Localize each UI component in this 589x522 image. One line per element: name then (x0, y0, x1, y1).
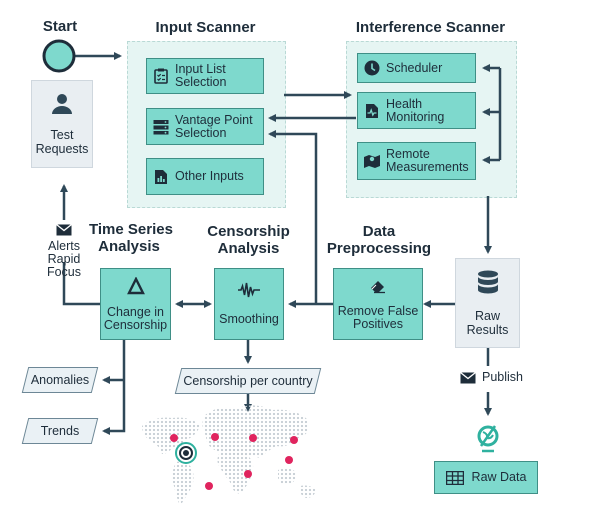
data-preprocessing-title: Data Preprocessing (325, 223, 433, 257)
vantage-point-line2: Selection (175, 125, 227, 140)
test-requests-line2: Requests (35, 141, 89, 156)
anomalies-label: Anomalies (30, 373, 90, 387)
time-series-title-line2: Analysis (98, 238, 160, 255)
remove-line2: Positives (352, 316, 404, 331)
censorship-analysis-line1: Censorship (207, 223, 290, 240)
anomalies-output: Anomalies (21, 367, 99, 393)
change-line1: Change in (107, 304, 164, 319)
trends-label: Trends (40, 424, 80, 438)
clock-icon (358, 60, 386, 76)
raw-results-line1: Raw (474, 308, 500, 323)
scheduler-label: Scheduler (386, 60, 443, 75)
database-icon (477, 270, 499, 299)
change-line2: Censorship (103, 317, 168, 332)
raw-results-line2: Results (466, 322, 509, 337)
eraser-icon (369, 278, 387, 297)
input-list-line2: Selection (175, 75, 227, 89)
censorship-per-country-output: Censorship per country (174, 368, 322, 394)
raw-data-label: Raw Data (471, 470, 527, 484)
censorship-analysis-title: Censorship Analysis (206, 223, 291, 257)
input-list-line1: Input List (175, 62, 226, 76)
change-in-censorship-box: Change in Censorship (100, 268, 171, 340)
other-inputs-label: Other Inputs (175, 169, 244, 183)
data-preprocessing-line1: Data (362, 223, 396, 240)
clipboard-icon (147, 68, 175, 84)
smoothing-box: Smoothing (214, 268, 284, 340)
time-series-title: Time Series Analysis (89, 221, 173, 255)
alerts-line3: Focus (46, 265, 82, 279)
envelope-icon (38, 223, 90, 240)
trends-output: Trends (21, 418, 99, 444)
smoothing-label: Smoothing (219, 312, 279, 326)
test-requests-box: Test Requests (31, 80, 93, 168)
censorship-per-country-label: Censorship per country (183, 374, 313, 388)
time-series-title-line1: Time Series (89, 221, 173, 238)
delta-icon (126, 275, 145, 298)
alerts-line1: Alerts (48, 239, 80, 253)
other-inputs-box: Other Inputs (146, 158, 264, 195)
health-line2: Monitoring (386, 109, 445, 124)
raw-data-box: Raw Data (434, 461, 538, 494)
waveform-icon (237, 282, 261, 301)
map-icon (358, 153, 386, 169)
user-icon (51, 93, 73, 118)
publish-label: Publish (482, 370, 523, 384)
vantage-point-line1: Vantage Point (175, 112, 253, 127)
publish-node: Publish (460, 371, 530, 384)
raw-results-box: Raw Results (455, 258, 520, 348)
envelope-icon (460, 371, 476, 384)
alerts-node: Alerts Rapid Focus (38, 223, 90, 279)
health-line1: Health (386, 96, 423, 111)
input-scanner-title: Input Scanner (155, 19, 256, 36)
scheduler-box: Scheduler (357, 53, 476, 83)
table-icon (445, 470, 464, 485)
data-preprocessing-line2: Preprocessing (326, 240, 432, 257)
alerts-line2: Rapid (47, 252, 81, 266)
interference-scanner-title: Interference Scanner (355, 19, 506, 36)
start-title: Start (42, 18, 78, 35)
remote-line1: Remote (386, 147, 430, 161)
censorship-analysis-line2: Analysis (217, 240, 280, 257)
server-icon (147, 119, 175, 135)
health-file-icon (358, 103, 386, 119)
remote-line2: Measurements (386, 160, 469, 174)
remove-false-positives-box: Remove False Positives (333, 268, 423, 340)
test-requests-line1: Test (50, 127, 74, 142)
remove-line1: Remove False (337, 303, 419, 318)
file-chart-icon (147, 169, 175, 185)
